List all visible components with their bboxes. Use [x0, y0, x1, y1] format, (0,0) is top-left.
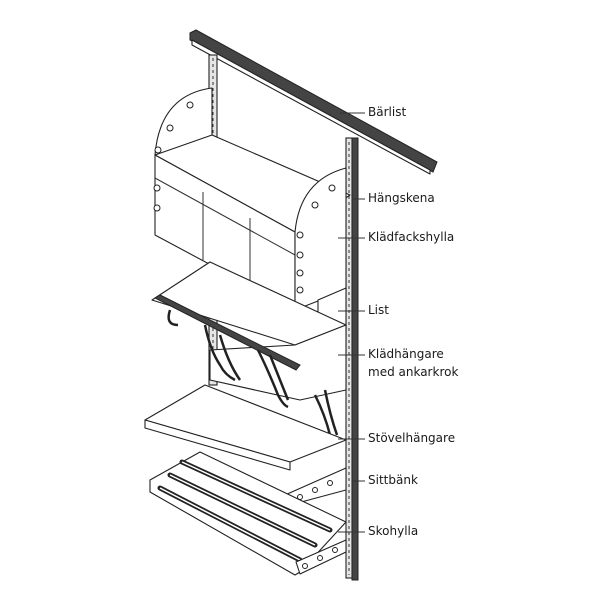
kladhangare-shape [153, 294, 347, 436]
label-stovelhangare: Stövelhängare [368, 431, 456, 445]
label-hangskena: Hängskena [368, 191, 435, 205]
stovelhangare-shape [144, 384, 347, 471]
kladfackshylla-shape [153, 87, 351, 311]
list-shape [151, 261, 347, 346]
label-barlist: Bärlist [368, 105, 407, 119]
label-kladhangare-line1: Klädhängare [368, 347, 444, 361]
right-upright [345, 137, 359, 581]
leader-lines [338, 112, 365, 533]
label-kladhangare-line2: med ankarkrok [368, 365, 459, 379]
label-sittbank: Sittbänk [368, 473, 418, 487]
label-list: List [368, 303, 389, 317]
barlist-rail [189, 29, 438, 175]
label-kladfackshylla: Klädfackshylla [368, 230, 455, 244]
label-skohylla: Skohylla [368, 524, 419, 538]
skohylla-shape [149, 451, 347, 576]
